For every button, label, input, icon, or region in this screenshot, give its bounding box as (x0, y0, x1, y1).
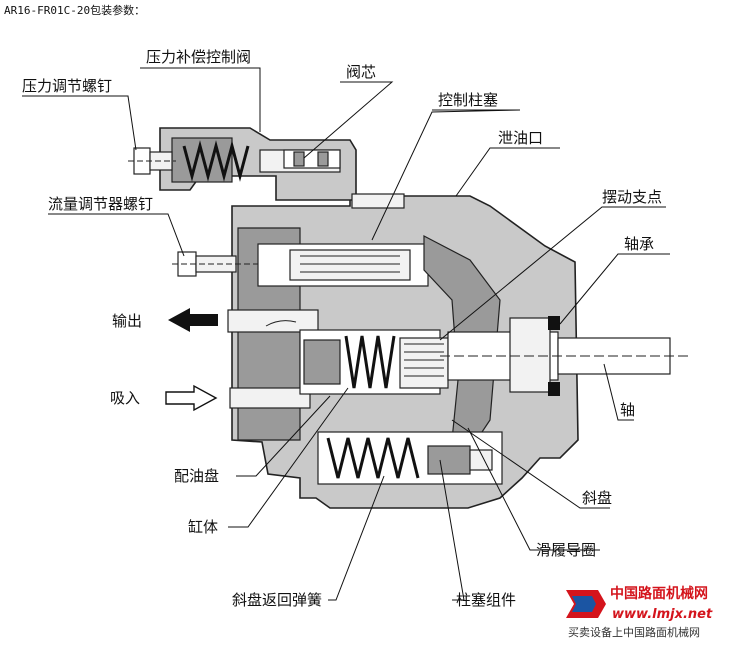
label-shaft: 轴 (620, 401, 635, 419)
label-swing-fulcrum: 摆动支点 (602, 188, 662, 206)
intake-channel (229, 387, 311, 409)
flow-adjust-screw (172, 251, 300, 277)
leader-swash-plate (451, 419, 610, 509)
leader-return-spring (328, 475, 385, 601)
label-pressure-comp-valve: 压力补偿控制阀 (146, 48, 251, 66)
leader-cylinder (228, 387, 349, 528)
label-drain-port: 泄油口 (498, 129, 543, 147)
leader-flow-adj-screw (48, 213, 185, 257)
watermark-name: 中国路面机械网 (610, 585, 708, 602)
output-arrow (168, 308, 218, 332)
leader-pressure-comp-valve (140, 67, 261, 132)
header-title: AR16-FR01C-20包装参数： (4, 3, 145, 17)
label-swash-return-spring: 斜盘返回弹簧 (232, 591, 322, 609)
bearing-seal-bottom (548, 382, 560, 396)
intake-arrow (165, 384, 218, 412)
leader-pressure-adj-screw (22, 95, 137, 151)
label-valve-plate: 配油盘 (174, 467, 219, 485)
label-valve-core: 阀芯 (346, 63, 376, 81)
leader-control-piston (371, 109, 521, 241)
cylinder-block (299, 329, 449, 395)
label-pressure-adj-screw: 压力调节螺钉 (22, 77, 112, 95)
label-bearing: 轴承 (624, 235, 654, 253)
label-intake: 吸入 (110, 389, 140, 407)
flow-arrow (265, 320, 297, 327)
pressure-adjust-screw (128, 147, 176, 175)
valve-core (283, 149, 341, 169)
return-spring-chamber (317, 431, 503, 485)
leader-bearing (559, 253, 670, 325)
leader-piston-assembly (439, 459, 465, 601)
drive-shaft (440, 316, 690, 396)
label-flow-adj-screw: 流量调节器螺钉 (48, 195, 153, 213)
watermark-logo: 中国路面机械网 www.lmjx.net 买卖设备上中国路面机械网 (566, 585, 713, 639)
label-swash-plate: 斜盘 (582, 489, 612, 507)
bearing-seal-top (548, 316, 560, 330)
leader-swing-fulcrum (439, 206, 666, 341)
leader-drain-port (455, 147, 560, 197)
label-piston-assembly: 柱塞组件 (456, 591, 516, 609)
comp-valve-spring (182, 140, 250, 182)
output-channel (227, 309, 319, 333)
watermark-url: www.lmjx.net (612, 607, 713, 622)
label-shoe-guide-ring: 滑履导圈 (536, 541, 596, 559)
leader-valve-core (303, 81, 394, 159)
label-control-piston: 控制柱塞 (438, 91, 498, 109)
leader-shoe-guide-ring (467, 427, 600, 551)
label-cylinder: 缸体 (188, 518, 218, 536)
leader-valve-plate (236, 395, 331, 477)
watermark-slogan: 买卖设备上中国路面机械网 (568, 625, 700, 639)
control-piston (257, 243, 429, 287)
leader-shaft (603, 363, 634, 421)
label-output: 输出 (112, 312, 142, 330)
